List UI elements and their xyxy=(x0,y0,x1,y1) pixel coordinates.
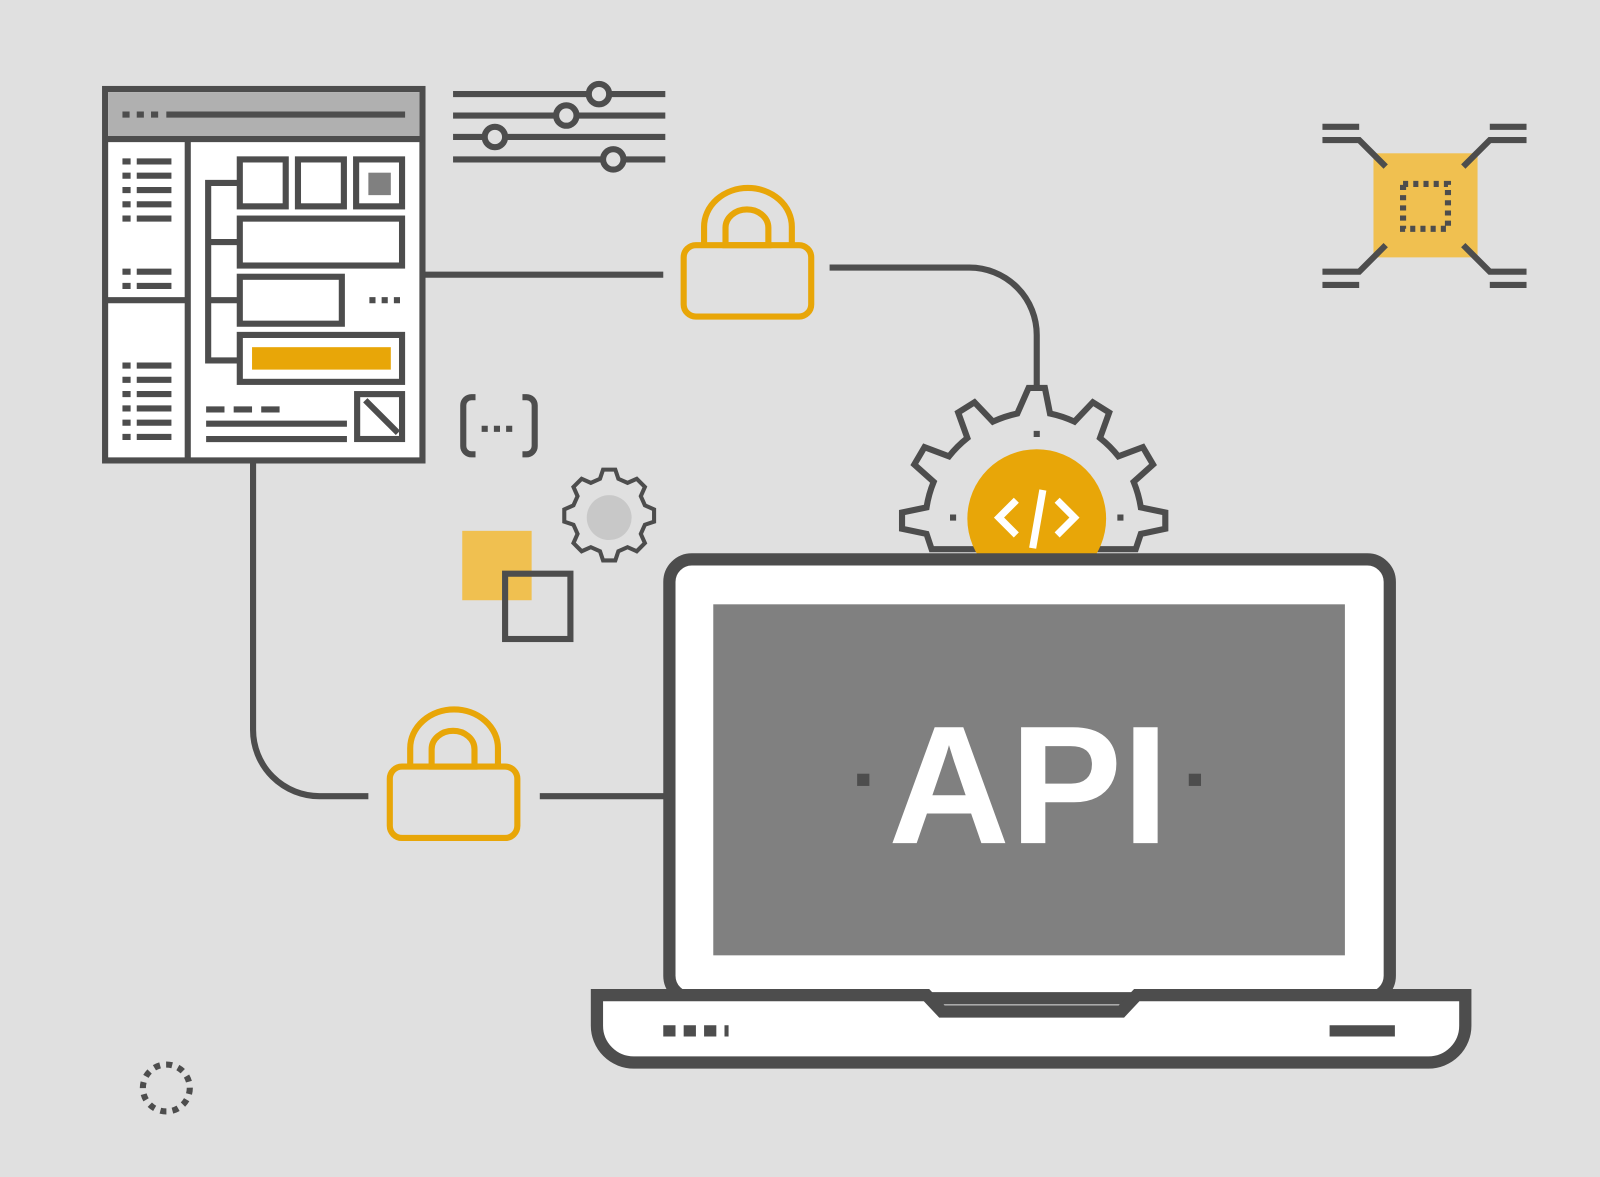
api-label: API xyxy=(888,691,1169,879)
connector-lines xyxy=(250,264,1040,800)
code-braces-icon xyxy=(460,394,538,458)
small-gear-icon xyxy=(562,467,657,563)
lock-icon-top xyxy=(680,185,815,320)
sliders-icon xyxy=(453,80,666,173)
squares-icon xyxy=(462,530,574,643)
chip-icon xyxy=(1322,123,1527,288)
browser-window-icon xyxy=(102,85,426,464)
laptop-icon: API xyxy=(590,553,1472,1069)
lock-icon-bottom xyxy=(386,706,521,842)
loading-spinner-icon xyxy=(139,1061,193,1115)
api-gear-icon xyxy=(898,384,1169,588)
